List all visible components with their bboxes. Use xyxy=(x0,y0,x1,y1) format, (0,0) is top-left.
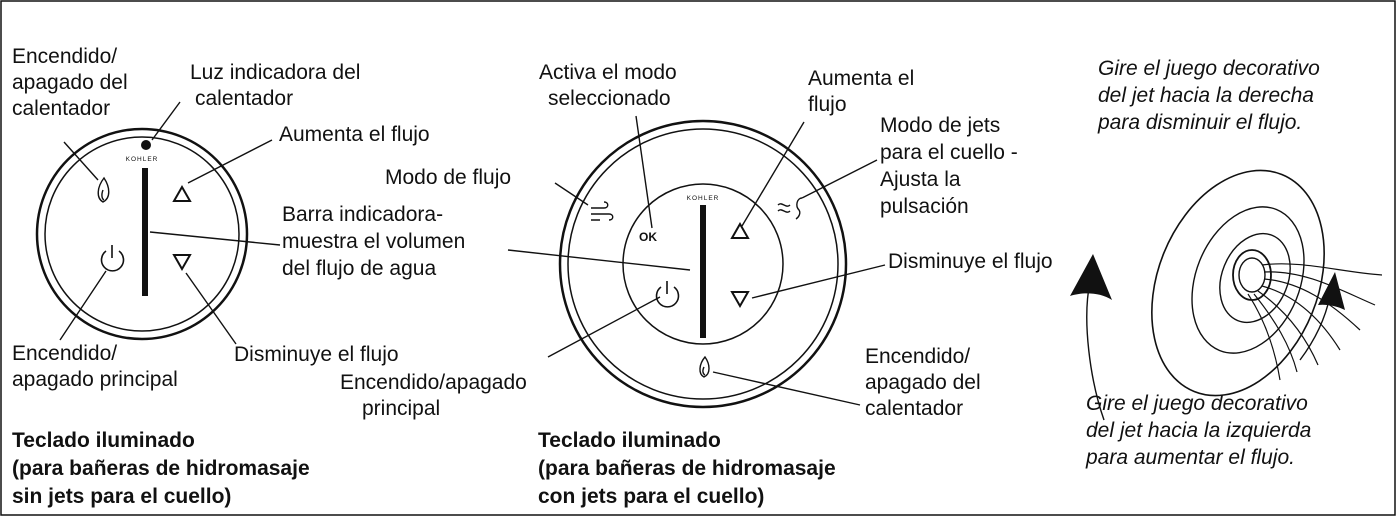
callout-line xyxy=(635,115,653,229)
left-bar-label: Barra indicadora- muestra el volumen del… xyxy=(282,203,471,280)
middle-flow-mode-button[interactable] xyxy=(591,201,614,221)
left-caption: Teclado iluminado (para bañeras de hidro… xyxy=(12,429,315,508)
right-bottom-instruction: Gire el juego decorativo del jet hacia l… xyxy=(1085,392,1317,469)
callout-line xyxy=(554,182,589,206)
left-heater-indicator-light xyxy=(141,140,151,150)
neck-jet-icon xyxy=(777,197,803,220)
arrowhead-right xyxy=(1318,272,1345,310)
left-main-power-button[interactable] xyxy=(100,245,125,272)
water-stream-lines xyxy=(1247,263,1383,381)
middle-increase-label: Aumenta el flujo xyxy=(808,67,920,116)
callout-line xyxy=(187,139,273,184)
middle-main-power-button[interactable] xyxy=(655,281,680,308)
callout-line xyxy=(59,270,107,341)
right-jet-illustration: Gire el juego decorativo del jet hacia l… xyxy=(1070,57,1383,469)
jet-trim-inner xyxy=(1219,232,1291,324)
left-keypad-inner-ring xyxy=(44,136,240,332)
middle-main-onoff-label: Encendido/apagado principal xyxy=(340,371,533,420)
curved-arrow-left xyxy=(1086,281,1105,421)
left-increase-button[interactable] xyxy=(172,184,192,202)
middle-keypad-inner-ring xyxy=(622,183,784,345)
callout-line xyxy=(151,101,181,141)
middle-caption: Teclado iluminado (para bañeras de hidro… xyxy=(538,429,841,508)
middle-flow-mode-label: Modo de flujo xyxy=(385,166,511,189)
left-decrease-button[interactable] xyxy=(172,254,192,272)
callout-line xyxy=(751,264,886,299)
triangle-down-icon xyxy=(730,291,750,309)
callout-line xyxy=(801,159,878,199)
callout-line xyxy=(741,121,805,227)
left-keypad: KOHLER Encendido/ apagado del calentador xyxy=(12,45,471,508)
left-heater-onoff-label: Encendido/ apagado del calentador xyxy=(12,45,133,120)
flame-icon xyxy=(97,176,110,203)
callout-line xyxy=(63,141,99,181)
ok-label: OK xyxy=(639,230,657,244)
middle-keypad: KOHLER OK xyxy=(340,61,1053,508)
middle-indicator-bar xyxy=(700,205,706,338)
left-decrease-label: Disminuye el flujo xyxy=(234,343,399,366)
middle-activate-label: Activa el modo seleccionado xyxy=(539,61,683,110)
middle-decrease-label: Disminuye el flujo xyxy=(888,250,1053,273)
callout-line xyxy=(185,272,237,345)
arrowhead-left xyxy=(1070,254,1112,300)
middle-neck-mode-label: Modo de jets para el cuello - Ajusta la … xyxy=(880,114,1024,218)
left-keypad-outer-ring xyxy=(35,127,249,341)
middle-heater-onoff-label: Encendido/ apagado del calentador xyxy=(865,345,986,420)
callout-line xyxy=(507,249,691,271)
middle-decrease-button[interactable] xyxy=(730,291,750,309)
left-heater-button[interactable] xyxy=(97,176,110,203)
triangle-up-icon xyxy=(730,221,750,239)
right-top-instruction: Gire el juego decorativo del jet hacia l… xyxy=(1097,57,1326,134)
left-keypad-brand: KOHLER xyxy=(126,156,159,163)
middle-increase-button[interactable] xyxy=(730,221,750,239)
callout-line xyxy=(149,231,281,246)
triangle-down-icon xyxy=(172,254,192,272)
jet-nozzle-inner xyxy=(1238,257,1266,293)
jet-trim-outer xyxy=(1151,169,1325,397)
middle-keypad-mid-ring xyxy=(567,128,839,400)
middle-neck-jet-button[interactable] xyxy=(777,197,803,220)
power-icon xyxy=(100,250,125,272)
callout-line xyxy=(547,296,661,358)
left-increase-label: Aumenta el flujo xyxy=(279,123,430,146)
power-icon xyxy=(655,286,680,308)
callout-line xyxy=(712,371,861,406)
middle-heater-button[interactable] xyxy=(699,355,710,378)
jet-trim-middle xyxy=(1191,206,1305,354)
flame-icon xyxy=(699,355,710,378)
triangle-up-icon xyxy=(172,184,192,202)
middle-ok-button[interactable]: OK xyxy=(639,230,657,244)
middle-keypad-outer-ring xyxy=(558,119,848,409)
wind-icon xyxy=(591,201,614,221)
middle-keypad-brand: KOHLER xyxy=(687,195,720,202)
left-heater-light-label: Luz indicadora del calentador xyxy=(190,61,366,110)
left-indicator-bar xyxy=(142,168,148,296)
jet-trim-drawing xyxy=(1070,169,1383,421)
left-main-onoff-label: Encendido/ apagado principal xyxy=(12,342,178,391)
